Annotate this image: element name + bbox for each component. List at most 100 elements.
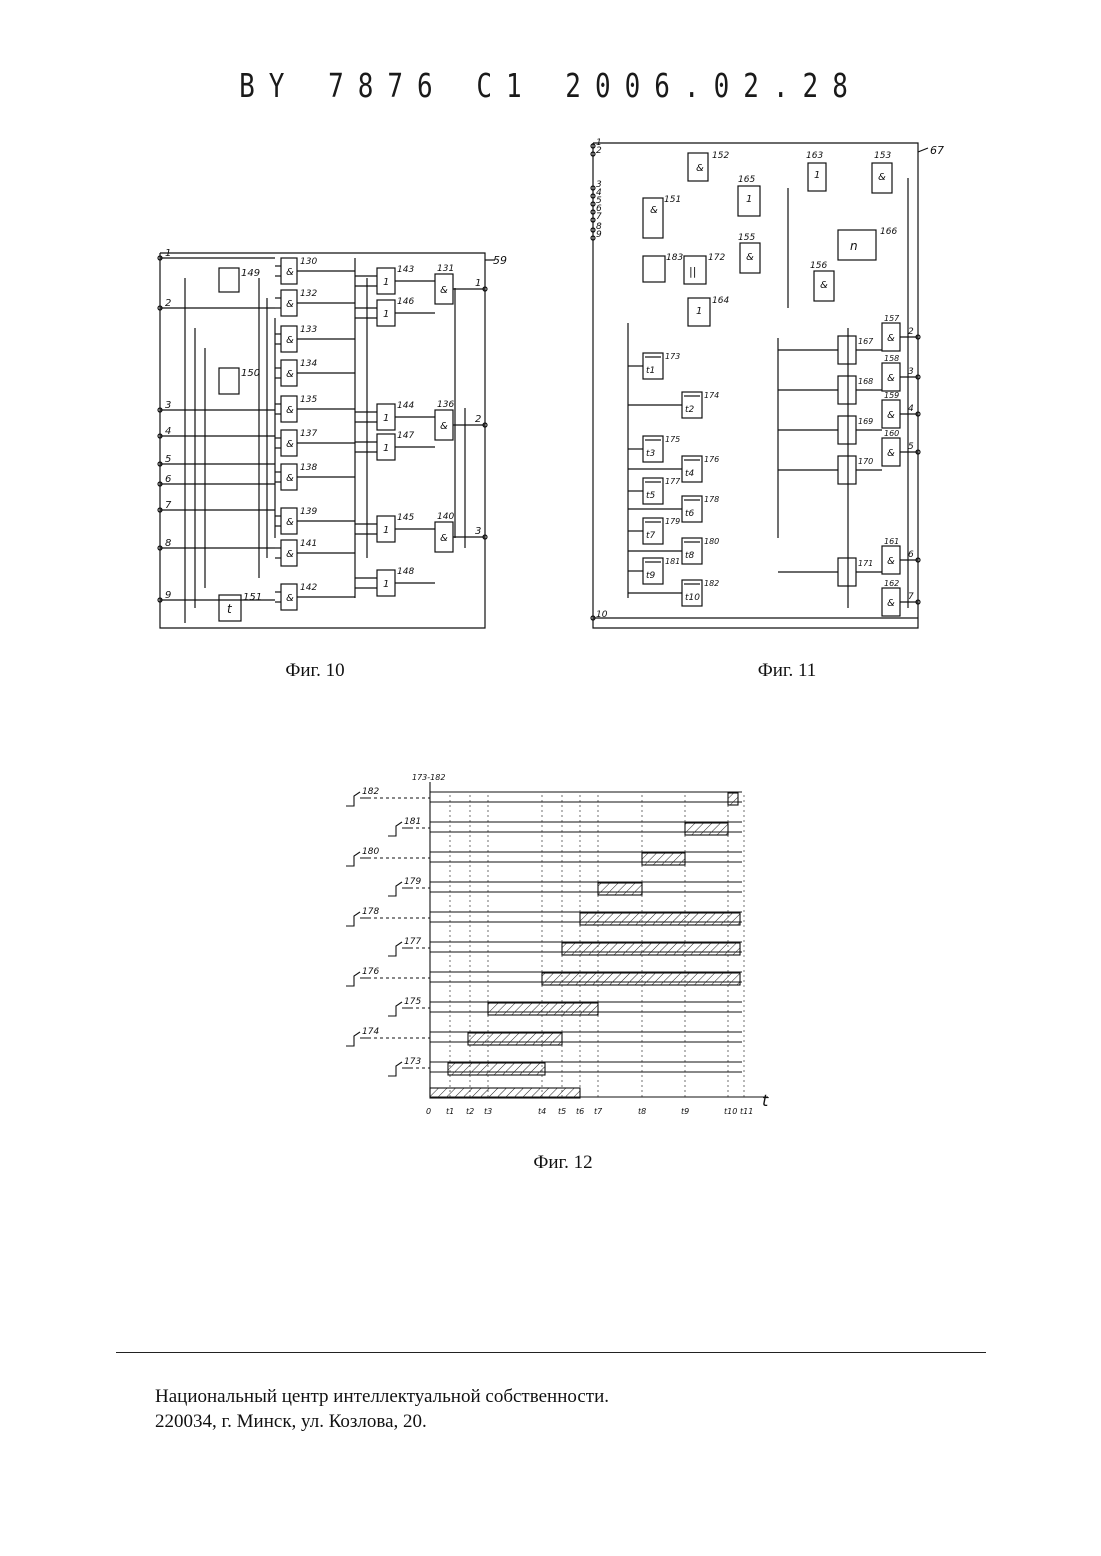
fig11-input-label: 9 bbox=[596, 230, 602, 240]
fig10-input-label: 4 bbox=[165, 426, 171, 437]
fig10-or-label: 144 bbox=[397, 401, 414, 411]
svg-text:t: t bbox=[227, 602, 233, 616]
fig12-row-label: 179 bbox=[404, 877, 421, 887]
fig11-timer-tlabel: t6 bbox=[685, 509, 695, 519]
fig12-bar bbox=[598, 883, 642, 895]
fig12-row-label: 176 bbox=[362, 967, 379, 977]
fig12-bar bbox=[685, 823, 728, 835]
fig11-timer-label: 181 bbox=[665, 557, 680, 566]
fig12-bar bbox=[580, 913, 740, 925]
fig11-counter-label: n bbox=[850, 239, 858, 253]
patent-header: BY 7876 C1 2006.02.28 bbox=[0, 68, 1101, 106]
fig11-output-label: 7 bbox=[908, 592, 914, 602]
fig11-out-gate-label: 161 bbox=[884, 537, 899, 546]
fig12-tick-label: t4 bbox=[538, 1107, 546, 1116]
fig12-tick-label: t7 bbox=[594, 1107, 603, 1116]
fig11-block-153: 153 bbox=[874, 151, 891, 161]
fig11-out-gate-label: 162 bbox=[884, 579, 899, 588]
svg-text:&: & bbox=[440, 421, 448, 432]
footer-line-1: Национальный центр интеллектуальной собс… bbox=[155, 1384, 609, 1409]
fig10-gate-label: 138 bbox=[300, 463, 317, 473]
fig11-timer-label: 177 bbox=[665, 477, 681, 486]
svg-text:&: & bbox=[887, 556, 895, 567]
fig11-output-label: 2 bbox=[908, 327, 914, 337]
fig10-output-label: 1 bbox=[475, 278, 481, 289]
fig12-row-label: 177 bbox=[404, 937, 421, 947]
svg-text:1: 1 bbox=[383, 525, 389, 536]
svg-text:&: & bbox=[440, 533, 448, 544]
fig12-caption: Фиг. 12 bbox=[508, 1152, 618, 1174]
fig12-tick-label: t10 bbox=[724, 1107, 737, 1116]
fig11-block-152: 152 bbox=[712, 151, 729, 161]
fig12-bar bbox=[562, 943, 740, 955]
fig10-or-label: 148 bbox=[397, 567, 414, 577]
fig11-timer-label: 174 bbox=[704, 391, 719, 400]
footer: Национальный центр интеллектуальной собс… bbox=[155, 1384, 609, 1434]
fig12-time-label: t bbox=[762, 1091, 769, 1110]
svg-text:&: & bbox=[887, 373, 895, 384]
fig10-input-label: 7 bbox=[165, 500, 172, 511]
svg-text:&: & bbox=[887, 410, 895, 421]
fig12-row-label: 180 bbox=[362, 847, 379, 857]
fig10-input-label: 2 bbox=[165, 298, 171, 309]
fig11-timer-label: 182 bbox=[704, 579, 719, 588]
svg-text:&: & bbox=[286, 299, 294, 310]
fig12-tick-label: t6 bbox=[576, 1107, 584, 1116]
fig10-block-149: 149 bbox=[241, 268, 260, 279]
svg-text:&: & bbox=[440, 285, 448, 296]
fig11-timer-label: 179 bbox=[665, 517, 680, 526]
footer-line-2: 220034, г. Минск, ул. Козлова, 20. bbox=[155, 1409, 609, 1434]
fig12-tick-label: t1 bbox=[446, 1107, 454, 1116]
svg-text:&: & bbox=[878, 172, 886, 183]
svg-text:&: & bbox=[286, 267, 294, 278]
fig10-or-label: 143 bbox=[397, 265, 414, 275]
fig11-timer-label: 173 bbox=[665, 352, 680, 361]
fig11-block-156: 156 bbox=[810, 261, 827, 271]
fig12-row-label: 175 bbox=[404, 997, 421, 1007]
fig11-output-label: 5 bbox=[908, 442, 914, 452]
figure-10: 59 123456789 &130&132&133&134&135&137&13… bbox=[155, 248, 520, 638]
svg-text:&: & bbox=[286, 593, 294, 604]
fig12-row-label: 182 bbox=[362, 787, 379, 797]
fig10-gate-label: 134 bbox=[300, 359, 317, 369]
fig12-tick-label: 0 bbox=[426, 1107, 431, 1116]
fig11-block-165: 165 bbox=[738, 175, 755, 185]
fig12-bar bbox=[468, 1033, 562, 1045]
fig10-out-gate-label: 136 bbox=[437, 400, 454, 410]
fig12-row-label: 181 bbox=[404, 817, 421, 827]
fig10-input-label: 8 bbox=[165, 538, 171, 549]
fig11-or-label: 169 bbox=[858, 417, 873, 426]
fig10-input-label: 9 bbox=[165, 590, 171, 601]
fig10-input-label: 5 bbox=[165, 454, 171, 465]
fig11-ref-label: 67 bbox=[930, 144, 944, 157]
fig11-timer-tlabel: t5 bbox=[646, 491, 656, 501]
fig12-axis-label: 173-182 bbox=[412, 773, 445, 782]
fig11-or-label: 168 bbox=[858, 377, 873, 386]
figure-11: 67 12345678910 & 152 1 163 & 153 1 165 &… bbox=[588, 138, 948, 638]
fig10-gate-label: 141 bbox=[300, 539, 317, 549]
fig11-block-164: 164 bbox=[712, 296, 729, 306]
fig10-input-label: 6 bbox=[165, 474, 171, 485]
svg-text:&: & bbox=[286, 335, 294, 346]
fig11-out-gate-label: 160 bbox=[884, 429, 899, 438]
fig11-timer-tlabel: t10 bbox=[685, 593, 700, 603]
svg-text:&: & bbox=[696, 163, 704, 174]
fig11-or-label: 171 bbox=[858, 559, 873, 568]
fig11-or-label: 167 bbox=[858, 337, 874, 346]
fig12-bar bbox=[642, 853, 685, 865]
fig11-block-166: 183 bbox=[666, 253, 683, 263]
fig12-tick-label: t3 bbox=[484, 1107, 492, 1116]
fig11-output-label: 3 bbox=[908, 367, 914, 377]
fig11-timer-tlabel: t9 bbox=[646, 571, 656, 581]
fig10-gate-label: 132 bbox=[300, 289, 317, 299]
fig12-row-label: 178 bbox=[362, 907, 379, 917]
svg-text:1: 1 bbox=[746, 194, 752, 205]
fig10-block-150: 150 bbox=[241, 368, 260, 379]
svg-text:151: 151 bbox=[664, 195, 681, 205]
svg-text:&: & bbox=[887, 598, 895, 609]
fig10-block-151: 151 bbox=[243, 592, 262, 603]
fig12-tick-label: t5 bbox=[558, 1107, 566, 1116]
fig12-bar bbox=[542, 973, 740, 985]
fig11-timer-tlabel: t8 bbox=[685, 551, 695, 561]
fig12-row-label: 174 bbox=[362, 1027, 379, 1037]
